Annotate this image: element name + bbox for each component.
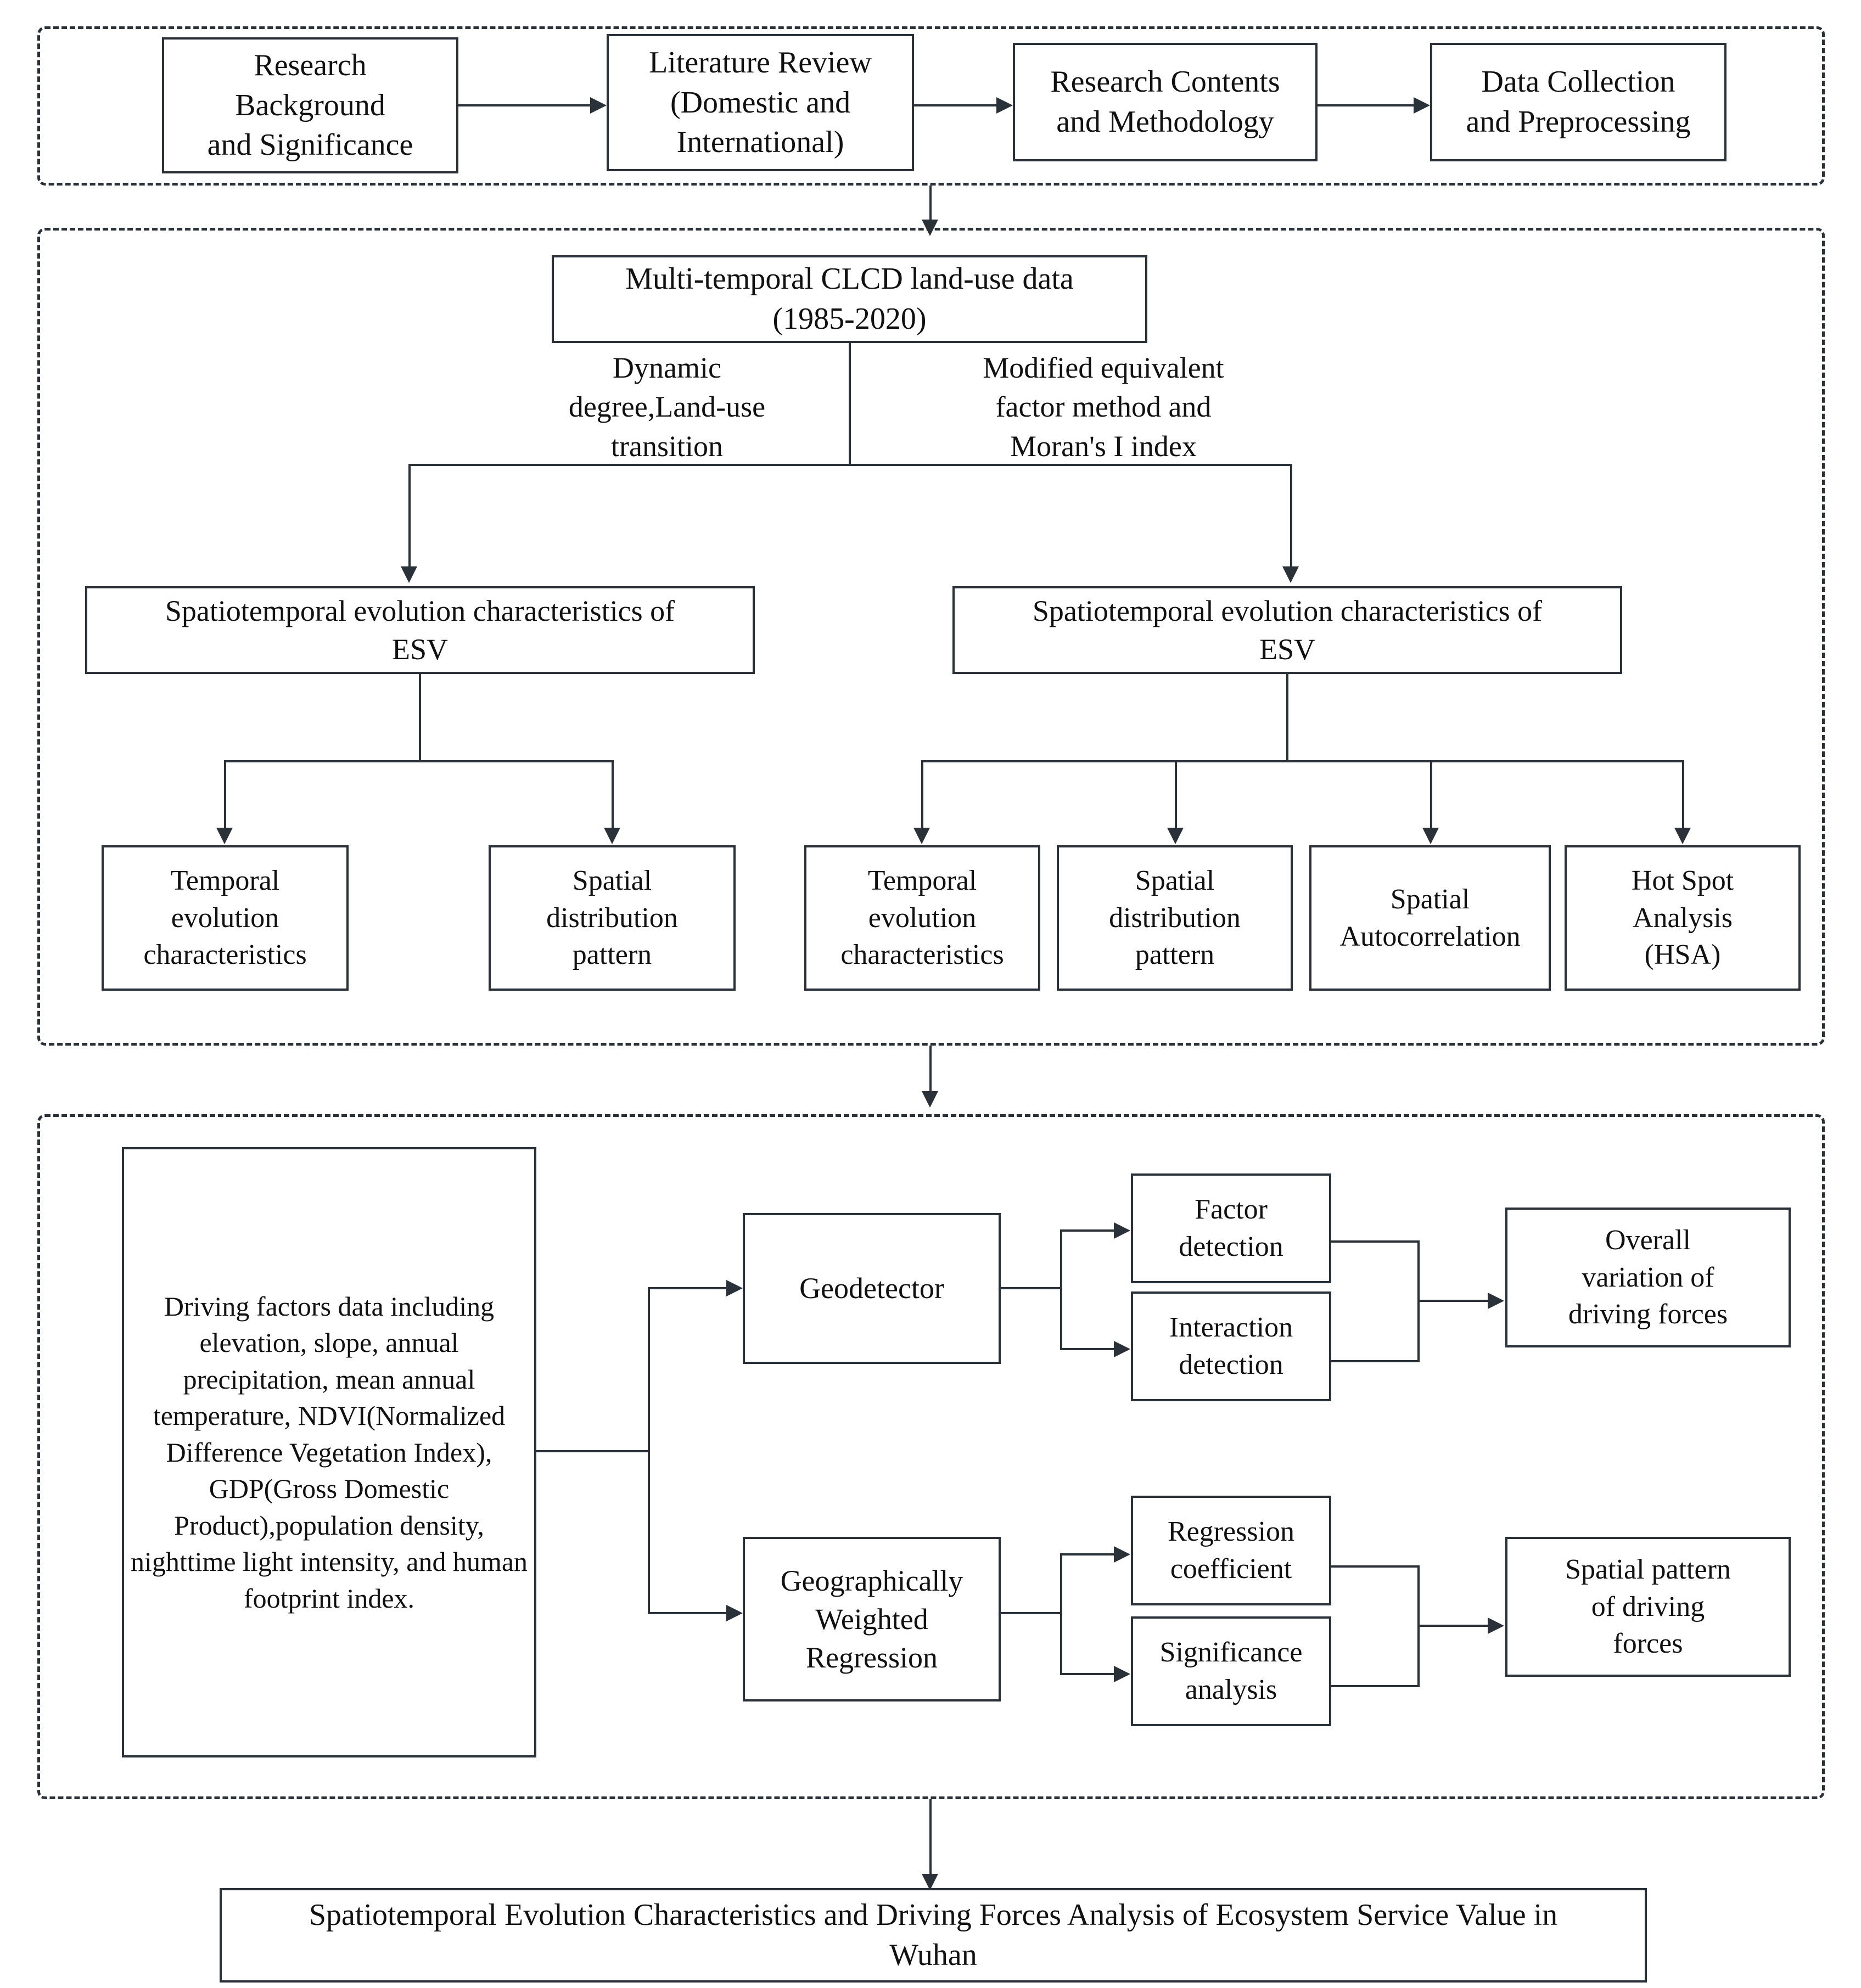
connector-to-geodetector <box>648 1287 727 1289</box>
box-significance-analysis[interactable]: Significance analysis <box>1131 1616 1331 1726</box>
arrowhead-section2-to-section3-icon <box>922 1091 938 1108</box>
box-hot-spot-analysis[interactable]: Hot Spot Analysis (HSA) <box>1565 845 1801 991</box>
box-esv-right[interactable]: Spatiotemporal evolution characteristics… <box>952 586 1622 674</box>
connector-esv-left-out1 <box>224 760 226 832</box>
arrowhead-merge-to-overall-icon <box>1488 1293 1504 1309</box>
connector-section3-to-conclusion <box>929 1799 932 1879</box>
connector-to-factor-detection <box>1060 1229 1115 1232</box>
arrowhead-to-geodetector-icon <box>726 1280 743 1296</box>
box-literature-review[interactable]: Literature Review (Domestic and Internat… <box>607 34 914 171</box>
section-spatiotemporal-analysis <box>37 228 1825 1046</box>
connector-to-significance-analysis <box>1060 1673 1115 1675</box>
connector-esv-right-out4 <box>1682 760 1684 832</box>
connector-clcd-split <box>408 464 1292 466</box>
connector-bg-to-lit <box>458 104 590 106</box>
box-conclusion[interactable]: Spatiotemporal Evolution Characteristics… <box>220 1888 1647 1983</box>
box-spatial-distribution-left[interactable]: Spatial distribution pattern <box>489 845 736 991</box>
arrowhead-esv-left-out2-icon <box>604 828 620 844</box>
connector-gwr-out <box>1001 1612 1061 1614</box>
box-temporal-evolution-left[interactable]: Temporal evolution characteristics <box>102 845 349 991</box>
arrowhead-bg-to-lit-icon <box>590 97 607 114</box>
connector-factors-split <box>648 1287 650 1614</box>
arrowhead-section3-to-conclusion-icon <box>922 1874 938 1890</box>
connector-section1-to-section2 <box>929 186 932 224</box>
box-geodetector[interactable]: Geodetector <box>743 1213 1001 1364</box>
arrowhead-esv-left-out1-icon <box>216 828 233 844</box>
connector-lit-to-contents <box>914 104 996 106</box>
arrowhead-left-branch-icon <box>401 566 417 583</box>
label-right-method: Modified equivalent factor method and Mo… <box>983 351 1224 463</box>
box-interaction-detection[interactable]: Interaction detection <box>1131 1291 1331 1401</box>
section-research-preparation <box>37 26 1825 186</box>
box-research-contents[interactable]: Research Contents and Methodology <box>1013 43 1318 161</box>
arrowhead-merge-to-spatial-pattern-icon <box>1488 1618 1504 1634</box>
connector-esv-right-trunk <box>1286 674 1288 762</box>
connector-geodetector-out <box>1001 1287 1061 1289</box>
arrowhead-to-gwr-icon <box>726 1605 743 1621</box>
arrowhead-to-factor-detection-icon <box>1114 1222 1130 1239</box>
connector-factor-merge-top <box>1331 1240 1419 1243</box>
connector-left-branch <box>408 464 411 571</box>
connector-geodetector-split <box>1060 1229 1062 1350</box>
arrowhead-to-significance-analysis-icon <box>1114 1666 1130 1682</box>
connector-merge-to-overall <box>1417 1300 1489 1302</box>
arrowhead-esv-right-out4-icon <box>1674 828 1691 844</box>
box-clcd-data[interactable]: Multi-temporal CLCD land-use data (1985-… <box>552 255 1147 343</box>
connector-esv-right-out1 <box>921 760 923 832</box>
box-driving-factors-data[interactable]: Driving factors data including elevation… <box>122 1147 536 1757</box>
connector-esv-right-out2 <box>1175 760 1177 832</box>
connector-factor-merge-bottom <box>1331 1360 1419 1362</box>
section-driving-forces-analysis <box>37 1114 1825 1799</box>
connector-right-branch <box>1290 464 1292 571</box>
connector-to-gwr <box>648 1612 727 1614</box>
arrowhead-to-regression-coefficient-icon <box>1114 1546 1130 1563</box>
box-geographically-weighted-regression[interactable]: Geographically Weighted Regression <box>743 1537 1001 1701</box>
connector-gwr-split <box>1060 1553 1062 1675</box>
box-esv-left[interactable]: Spatiotemporal evolution characteristics… <box>85 586 755 674</box>
connector-factors-out <box>536 1450 649 1452</box>
arrowhead-lit-to-contents-icon <box>996 97 1013 114</box>
connector-esv-left-trunk <box>419 674 421 762</box>
box-spatial-pattern[interactable]: Spatial pattern of driving forces <box>1505 1537 1791 1677</box>
box-spatial-distribution-right[interactable]: Spatial distribution pattern <box>1057 845 1293 991</box>
connector-to-interaction-detection <box>1060 1348 1115 1350</box>
arrowhead-esv-right-out2-icon <box>1167 828 1184 844</box>
box-factor-detection[interactable]: Factor detection <box>1131 1173 1331 1283</box>
connector-esv-left-out2 <box>612 760 614 832</box>
connector-clcd-trunk <box>849 343 851 465</box>
box-regression-coefficient[interactable]: Regression coefficient <box>1131 1496 1331 1605</box>
connector-esv-right-out3 <box>1430 760 1432 832</box>
connector-gwr-merge-bottom <box>1331 1685 1419 1687</box>
label-left-method: Dynamic degree,Land-use transition <box>568 351 766 463</box>
box-spatial-autocorrelation[interactable]: Spatial Autocorrelation <box>1309 845 1551 991</box>
box-data-collection[interactable]: Data Collection and Preprocessing <box>1430 43 1727 161</box>
arrowhead-esv-right-out3-icon <box>1422 828 1439 844</box>
arrowhead-right-branch-icon <box>1282 566 1299 583</box>
connector-section2-to-section3 <box>929 1046 932 1095</box>
connector-contents-to-data <box>1318 104 1414 106</box>
box-overall-variation[interactable]: Overall variation of driving forces <box>1505 1208 1791 1347</box>
connector-merge-to-spatial-pattern <box>1417 1625 1489 1627</box>
connector-gwr-merge-top <box>1331 1565 1419 1568</box>
arrowhead-to-interaction-detection-icon <box>1114 1341 1130 1357</box>
box-temporal-evolution-right[interactable]: Temporal evolution characteristics <box>804 845 1040 991</box>
connector-to-regression-coefficient <box>1060 1553 1115 1555</box>
arrowhead-contents-to-data-icon <box>1414 97 1430 114</box>
arrowhead-esv-right-out1-icon <box>913 828 930 844</box>
box-research-background-main[interactable]: Research Background and Significance <box>162 37 458 173</box>
connector-esv-right-split <box>921 760 1684 762</box>
connector-esv-left-split <box>224 760 614 762</box>
